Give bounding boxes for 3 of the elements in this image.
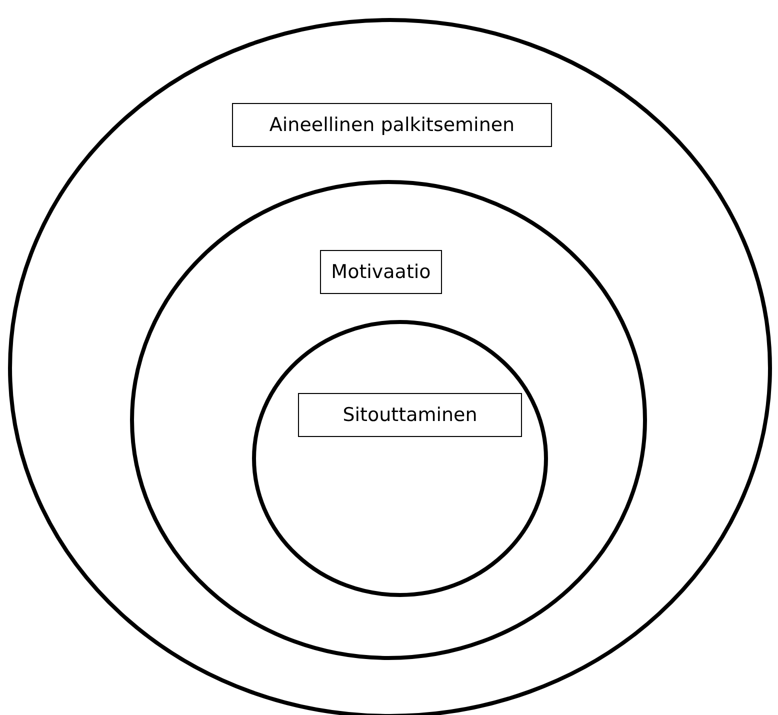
term-label: Aineellinen palkitseminen	[232, 103, 552, 147]
term-label: Sitouttaminen	[298, 393, 522, 437]
term-label: Motivaatio	[320, 250, 442, 294]
